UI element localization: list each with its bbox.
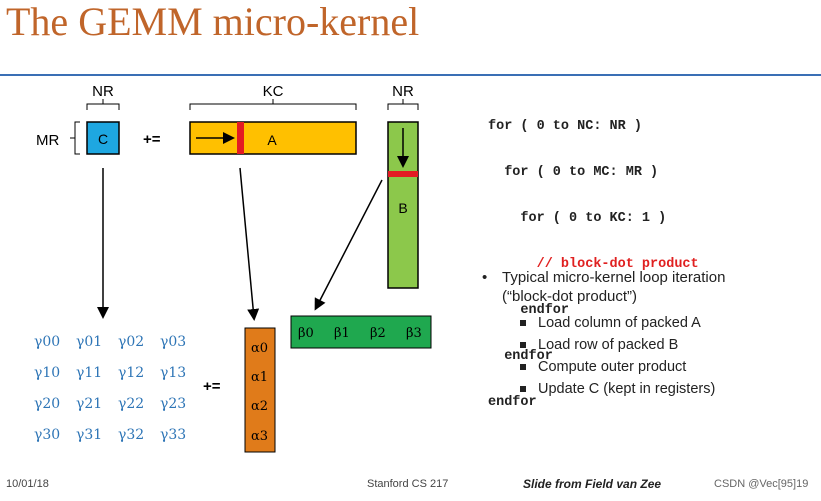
gamma-cell: γ31: [76, 427, 102, 443]
footer-date: 10/01/18: [6, 478, 49, 490]
plus-equals-top: +=: [143, 131, 161, 148]
nr-right-brace: [387, 99, 419, 110]
square-bullet-icon: [520, 386, 526, 392]
plus-equals-bottom: +=: [203, 378, 221, 395]
gamma-cell: γ32: [118, 427, 144, 443]
gemm-diagram: NR KC NR MR C += A B γ00 γ01 γ02 γ03 γ10…: [34, 83, 432, 453]
b-red-row: [388, 171, 418, 177]
gamma-cell: γ03: [160, 334, 186, 350]
sub-bullet: Load column of packed A: [480, 312, 725, 334]
b-label: B: [398, 200, 407, 216]
sub-bullet: Load row of packed B: [480, 334, 725, 356]
mr-label: MR: [36, 132, 59, 149]
gamma-cell: γ13: [160, 365, 186, 381]
nr-right-label: NR: [392, 83, 414, 100]
beta-cell: β3: [406, 326, 422, 341]
alpha-cell: α3: [251, 429, 268, 444]
main-bullet: • Typical micro-kernel loop iteration (“…: [480, 268, 725, 306]
code-line: endfor: [488, 303, 570, 318]
gamma-cell: γ21: [76, 396, 102, 412]
alpha-labels: α0 α1 α2 α3: [251, 341, 268, 444]
square-bullet-icon: [520, 364, 526, 370]
beta-cell: β0: [298, 326, 314, 341]
alpha-cell: α1: [251, 370, 268, 385]
bullet-list: • Typical micro-kernel loop iteration (“…: [480, 268, 725, 400]
sub-bullet-list: Load column of packed A Load row of pack…: [480, 312, 725, 400]
alpha-cell: α0: [251, 341, 268, 356]
gamma-cell: γ23: [160, 396, 186, 412]
footer-course: Stanford CS 217: [367, 478, 449, 490]
slide-title: The GEMM micro-kernel: [6, 0, 420, 44]
square-bullet-icon: [520, 342, 526, 348]
main-bullet-line: Typical micro-kernel loop iteration: [502, 269, 726, 286]
sub-bullet-text: Update C (kept in registers): [538, 381, 716, 397]
sub-bullet-text: Load column of packed A: [538, 315, 701, 331]
nr-left-brace: [86, 99, 120, 110]
gamma-cell: γ30: [34, 427, 60, 443]
b-to-beta-arrow: [314, 179, 383, 311]
bullet-dot-icon: •: [482, 269, 488, 286]
c-label: C: [98, 131, 108, 147]
footer-watermark: CSDN @Vec[95]19: [714, 478, 809, 490]
alpha-cell: α2: [251, 399, 268, 414]
code-line: for ( 0 to NC: NR ): [488, 119, 642, 134]
gamma-cell: γ12: [118, 365, 144, 381]
kc-brace: [189, 99, 357, 110]
gamma-cell: γ10: [34, 365, 60, 381]
beta-cell: β1: [334, 326, 350, 341]
footer-slide-credit: Slide from Field van Zee: [523, 477, 662, 491]
code-comment-line: // block-dot product: [488, 257, 699, 272]
a-label: A: [267, 132, 277, 148]
sub-bullet-text: Load row of packed B: [538, 337, 679, 353]
nr-left-label: NR: [92, 83, 114, 100]
mr-brace: [70, 121, 80, 155]
beta-cell: β2: [370, 326, 386, 341]
code-line: endfor: [488, 395, 537, 410]
sub-bullet-text: Compute outer product: [538, 359, 687, 375]
c-block: [86, 121, 120, 155]
gamma-cell: γ00: [34, 334, 60, 350]
gamma-cell: γ01: [76, 334, 102, 350]
a-red-column: [237, 122, 244, 154]
title-divider: [0, 74, 821, 76]
code-line: endfor: [488, 349, 553, 364]
gamma-matrix: γ00 γ01 γ02 γ03 γ10 γ11 γ12 γ13 γ20 γ21 …: [34, 334, 186, 443]
main-bullet-line: (“block-dot product”): [502, 288, 638, 305]
kc-label: KC: [263, 83, 284, 100]
sub-bullet: Compute outer product: [480, 356, 725, 378]
beta-row: [290, 315, 432, 349]
sub-bullet: Update C (kept in registers): [480, 378, 725, 400]
gamma-cell: γ22: [118, 396, 144, 412]
gamma-cell: γ33: [160, 427, 186, 443]
square-bullet-icon: [520, 320, 526, 326]
code-line: for ( 0 to MC: MR ): [488, 165, 659, 180]
code-line: for ( 0 to KC: 1 ): [488, 211, 667, 226]
loop-code: for ( 0 to NC: NR ) for ( 0 to MC: MR ) …: [488, 92, 699, 437]
a-to-alpha-arrow: [239, 167, 260, 321]
gamma-cell: γ02: [118, 334, 144, 350]
alpha-column: [244, 327, 276, 453]
gamma-cell: γ11: [76, 365, 102, 381]
beta-labels: β0 β1 β2 β3: [298, 326, 422, 341]
gamma-cell: γ20: [34, 396, 60, 412]
